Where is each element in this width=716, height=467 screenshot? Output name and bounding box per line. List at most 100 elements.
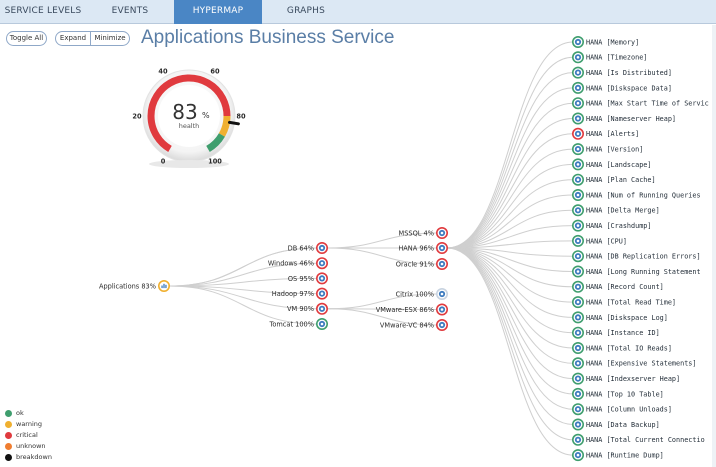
node-label: HANA [Indexserver Heap] xyxy=(586,375,680,383)
gear-hub xyxy=(576,423,580,426)
node-hana-metric[interactable] xyxy=(571,143,584,156)
gauge-tick-label: 60 xyxy=(210,67,220,75)
gear-hub xyxy=(576,208,580,212)
node-hana-metric[interactable] xyxy=(571,35,584,48)
node-hana-metric[interactable] xyxy=(571,66,584,79)
node-label: HANA [CPU] xyxy=(586,237,627,245)
tree-link xyxy=(446,247,574,395)
node-hana-metric[interactable] xyxy=(571,173,584,186)
node-hana-metric[interactable] xyxy=(571,204,584,217)
gear-hub xyxy=(576,331,580,335)
gear-hub xyxy=(576,132,580,136)
node-hana-metric[interactable] xyxy=(571,51,584,64)
tree-link xyxy=(168,277,318,287)
node-db-child[interactable] xyxy=(435,242,448,255)
node-hana-metric[interactable] xyxy=(571,250,584,263)
node-hana-metric[interactable] xyxy=(571,372,584,385)
node-db-child[interactable] xyxy=(435,257,448,270)
expand-button[interactable]: Expand xyxy=(55,31,91,46)
node-hana-metric[interactable] xyxy=(571,296,584,309)
node-level1[interactable] xyxy=(315,302,328,315)
node-label: Oracle 91% xyxy=(396,260,434,268)
node-vm-child[interactable] xyxy=(435,287,448,300)
tree-link xyxy=(168,285,318,325)
node-hana-metric[interactable] xyxy=(571,311,584,324)
gear-hub xyxy=(320,277,324,280)
node-label: HANA [Instance ID] xyxy=(586,329,660,337)
unknown-dot-icon xyxy=(5,442,12,450)
node-hana-metric[interactable] xyxy=(571,219,584,232)
gear-hub xyxy=(576,224,580,227)
gear-hub xyxy=(576,117,580,120)
tab-hypermap[interactable]: HYPERMAP xyxy=(174,0,262,24)
node-hana-metric[interactable] xyxy=(571,418,584,431)
node-hana-metric[interactable] xyxy=(571,357,584,370)
node-hana-metric[interactable] xyxy=(571,265,584,278)
tree-link xyxy=(168,262,318,287)
node-hana-metric[interactable] xyxy=(571,387,584,400)
node-label: HANA [Total Current Connectio xyxy=(586,436,705,444)
tab-graphs[interactable]: GRAPHS xyxy=(286,6,326,16)
node-level1[interactable] xyxy=(315,272,328,285)
gear-hub xyxy=(440,308,444,311)
node-vm-child[interactable] xyxy=(435,303,448,316)
node-label: HANA [Total Read Time] xyxy=(586,299,676,307)
tree-link xyxy=(446,133,574,249)
chart-icon xyxy=(161,283,167,289)
gear-hub xyxy=(576,270,580,273)
vertical-scrollbar[interactable] xyxy=(712,25,716,467)
node-level1[interactable] xyxy=(315,287,328,300)
node-label: VM 90% xyxy=(287,305,314,313)
node-hana-metric[interactable] xyxy=(571,112,584,125)
gear-hub xyxy=(576,392,580,396)
node-hana-metric[interactable] xyxy=(571,97,584,110)
node-label: HANA [Alerts] xyxy=(586,130,639,138)
gauge-center xyxy=(158,85,220,147)
node-label: Citrix 100% xyxy=(396,290,434,298)
node-db-child[interactable] xyxy=(435,227,448,240)
node-hana-metric[interactable] xyxy=(571,449,584,462)
node-level1[interactable] xyxy=(315,242,328,255)
node-hana-metric[interactable] xyxy=(571,158,584,171)
gauge-needle xyxy=(227,120,240,126)
node-label: HANA [Runtime Dump] xyxy=(586,452,664,460)
node-label: VMware-VC 84% xyxy=(380,321,434,329)
node-hana-metric[interactable] xyxy=(571,234,584,247)
tree-link xyxy=(446,240,574,249)
node-level1[interactable] xyxy=(315,317,328,330)
node-label: VMware-ESX 86% xyxy=(376,306,434,314)
node-label: DB 64% xyxy=(288,244,314,252)
node-hana-metric[interactable] xyxy=(571,433,584,446)
tab-events[interactable]: EVENTS xyxy=(111,6,149,16)
node-applications[interactable] xyxy=(158,279,171,292)
tree-link xyxy=(326,232,438,249)
node-hana-metric[interactable] xyxy=(571,326,584,339)
node-vm-child[interactable] xyxy=(435,318,448,331)
gauge-tick-label: 40 xyxy=(158,67,168,75)
gear-hub xyxy=(576,193,580,197)
gear-hub xyxy=(576,147,580,151)
gear-hub xyxy=(576,316,580,319)
tab-service-levels[interactable]: SERVICE LEVELS xyxy=(4,6,82,16)
node-hana-metric[interactable] xyxy=(571,403,584,416)
node-level1[interactable] xyxy=(315,257,328,270)
gear-hub xyxy=(320,246,324,250)
node-hana-metric[interactable] xyxy=(571,81,584,94)
node-label: OS 95% xyxy=(288,275,314,283)
node-label: Tomcat 100% xyxy=(268,320,314,328)
top-tab-bar: SERVICE LEVELS EVENTS HYPERMAP GRAPHS xyxy=(0,0,716,24)
gear-hub xyxy=(576,361,580,365)
node-hana-metric[interactable] xyxy=(571,189,584,202)
node-hana-metric[interactable] xyxy=(571,127,584,140)
node-hana-metric[interactable] xyxy=(571,280,584,293)
tree-link xyxy=(446,179,574,249)
gear-hub xyxy=(576,254,580,258)
toggle-all-button[interactable]: Toggle All xyxy=(6,31,47,46)
tree-link xyxy=(446,247,574,456)
node-label: HANA [Landscape] xyxy=(586,161,651,169)
node-hana-metric[interactable] xyxy=(571,341,584,354)
node-label: Applications 83% xyxy=(99,282,156,290)
legend-item-ok: ok xyxy=(5,408,52,418)
minimize-button[interactable]: Minimize xyxy=(90,31,130,46)
node-label: HANA [Top 10 Table] xyxy=(586,390,664,398)
